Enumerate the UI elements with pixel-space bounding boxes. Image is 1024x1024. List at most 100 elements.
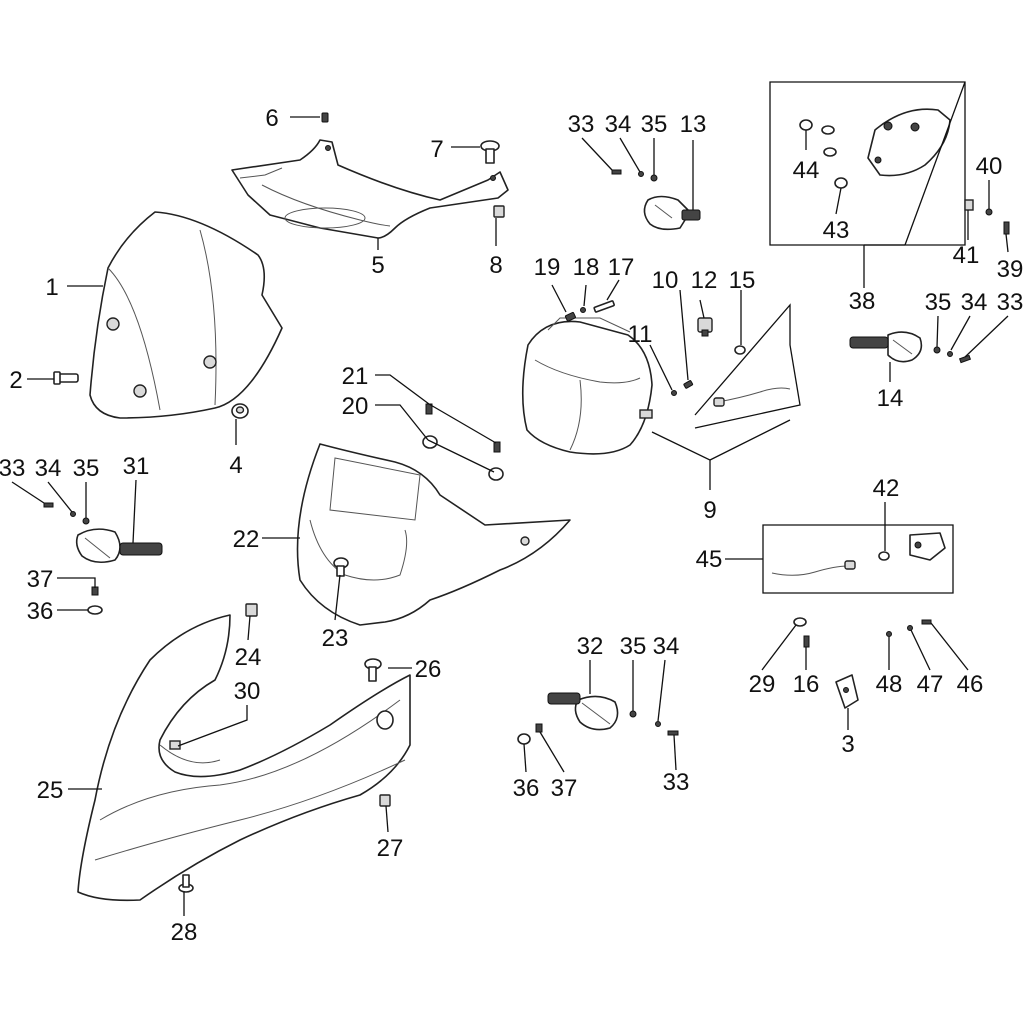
- callout-43: 43: [823, 217, 850, 244]
- callout-35-left: 35: [73, 455, 100, 482]
- callout-14: 14: [877, 385, 904, 412]
- callout-13: 13: [680, 111, 707, 138]
- screw-part-6: [321, 112, 329, 123]
- callout-33-bottom: 33: [663, 769, 690, 796]
- screw-part-10: [683, 380, 694, 389]
- callout-44: 44: [793, 157, 820, 184]
- callout-41: 41: [953, 242, 980, 269]
- turn-signal-part-13: [643, 195, 701, 231]
- callout-30: 30: [234, 678, 261, 705]
- callout-48: 48: [876, 671, 903, 698]
- headlight-part-9: [521, 317, 653, 455]
- screw-part-16: [803, 635, 810, 648]
- upper-cover-part-5: [231, 139, 509, 239]
- bolt-part-17: [593, 300, 615, 313]
- turn-signal-part-31: [75, 528, 163, 564]
- callout-15: 15: [729, 267, 756, 294]
- bulb-socket-part-12: [697, 317, 713, 337]
- callout-35-top: 35: [641, 111, 668, 138]
- bracket-part-3: [835, 674, 859, 709]
- callout-16: 16: [793, 671, 820, 698]
- turn-signal-part-32: [547, 692, 619, 731]
- callout-25: 25: [37, 777, 64, 804]
- callout-35-right: 35: [925, 289, 952, 316]
- grommet-part-4: [231, 403, 249, 419]
- harness-part-9: [713, 387, 791, 407]
- callout-22: 22: [233, 526, 260, 553]
- clip-part-30: [169, 740, 181, 750]
- callout-19: 19: [534, 254, 561, 281]
- callout-5: 5: [371, 252, 384, 279]
- callout-10: 10: [652, 267, 679, 294]
- callout-11: 11: [628, 321, 653, 348]
- front-cover-part-25: [77, 614, 411, 902]
- screw-part-19: [564, 311, 576, 322]
- nut-part-48: [886, 631, 892, 637]
- screw-part-46: [921, 619, 932, 625]
- screw-part-28: [178, 874, 194, 893]
- washer-part-47: [907, 625, 913, 631]
- callout-26: 26: [415, 656, 442, 683]
- callout-46: 46: [957, 671, 984, 698]
- clip-nut-part-8: [493, 205, 505, 218]
- screw-part-11: [671, 390, 677, 396]
- windshield-part: [89, 211, 283, 419]
- callout-37-left: 37: [27, 566, 54, 593]
- license-light-kit-box-45: [762, 524, 954, 594]
- callout-27: 27: [377, 835, 404, 862]
- clip-part-41: [964, 199, 974, 211]
- callout-labels: 1 2 3 4 5 6 7 8 9 10 11 12 13 14 15 16 1…: [0, 105, 1023, 946]
- washer-part-18: [580, 307, 586, 313]
- callout-36-left: 36: [27, 598, 54, 625]
- callout-4: 4: [229, 452, 242, 479]
- callout-29: 29: [749, 671, 776, 698]
- callout-42: 42: [873, 475, 900, 502]
- screw-part-23: [333, 557, 349, 577]
- callout-37-bottom: 37: [551, 775, 578, 802]
- washer-part-34: [70, 171, 953, 727]
- inner-cover-part-22: [296, 443, 571, 626]
- callout-47: 47: [917, 671, 944, 698]
- callout-20: 20: [342, 393, 369, 420]
- callout-23: 23: [322, 625, 349, 652]
- callout-24: 24: [235, 644, 262, 671]
- callout-31: 31: [123, 453, 150, 480]
- callout-17: 17: [608, 254, 635, 281]
- callout-7: 7: [430, 136, 443, 163]
- clip-part-20: [422, 435, 504, 481]
- callout-8: 8: [489, 252, 502, 279]
- callout-2: 2: [9, 367, 22, 394]
- callout-34-bottom: 34: [653, 633, 680, 660]
- leader-lines: [11, 81, 1009, 916]
- screw-part-33: [43, 169, 972, 736]
- callout-36-bottom: 36: [513, 775, 540, 802]
- clip-nut-part-24: [245, 603, 258, 617]
- callout-33-right: 33: [997, 289, 1024, 316]
- callout-32: 32: [577, 633, 604, 660]
- nut-part-40: [985, 208, 993, 216]
- clip-part-29: [793, 617, 807, 627]
- callout-1: 1: [45, 274, 58, 301]
- callout-21: 21: [342, 363, 369, 390]
- callout-45: 45: [696, 546, 723, 573]
- clip-nut-part-27: [379, 794, 391, 807]
- callout-28: 28: [171, 919, 198, 946]
- callout-9: 9: [703, 497, 716, 524]
- screw-part-39: [1003, 221, 1010, 235]
- callout-6: 6: [265, 105, 278, 132]
- turn-signal-part-14: [849, 331, 923, 363]
- bulb-part-15: [734, 345, 746, 355]
- callout-35-bottom: 35: [620, 633, 647, 660]
- callout-40: 40: [976, 153, 1003, 180]
- callout-34-left: 34: [35, 455, 62, 482]
- callout-34-top: 34: [605, 111, 632, 138]
- callout-38: 38: [849, 288, 876, 315]
- bolt-part-7: [480, 140, 500, 164]
- callout-33-left: 33: [0, 455, 25, 482]
- callout-39: 39: [997, 256, 1024, 283]
- callout-12: 12: [691, 267, 718, 294]
- bolt-part-2: [53, 371, 79, 385]
- callout-3: 3: [841, 731, 854, 758]
- callout-18: 18: [573, 254, 600, 281]
